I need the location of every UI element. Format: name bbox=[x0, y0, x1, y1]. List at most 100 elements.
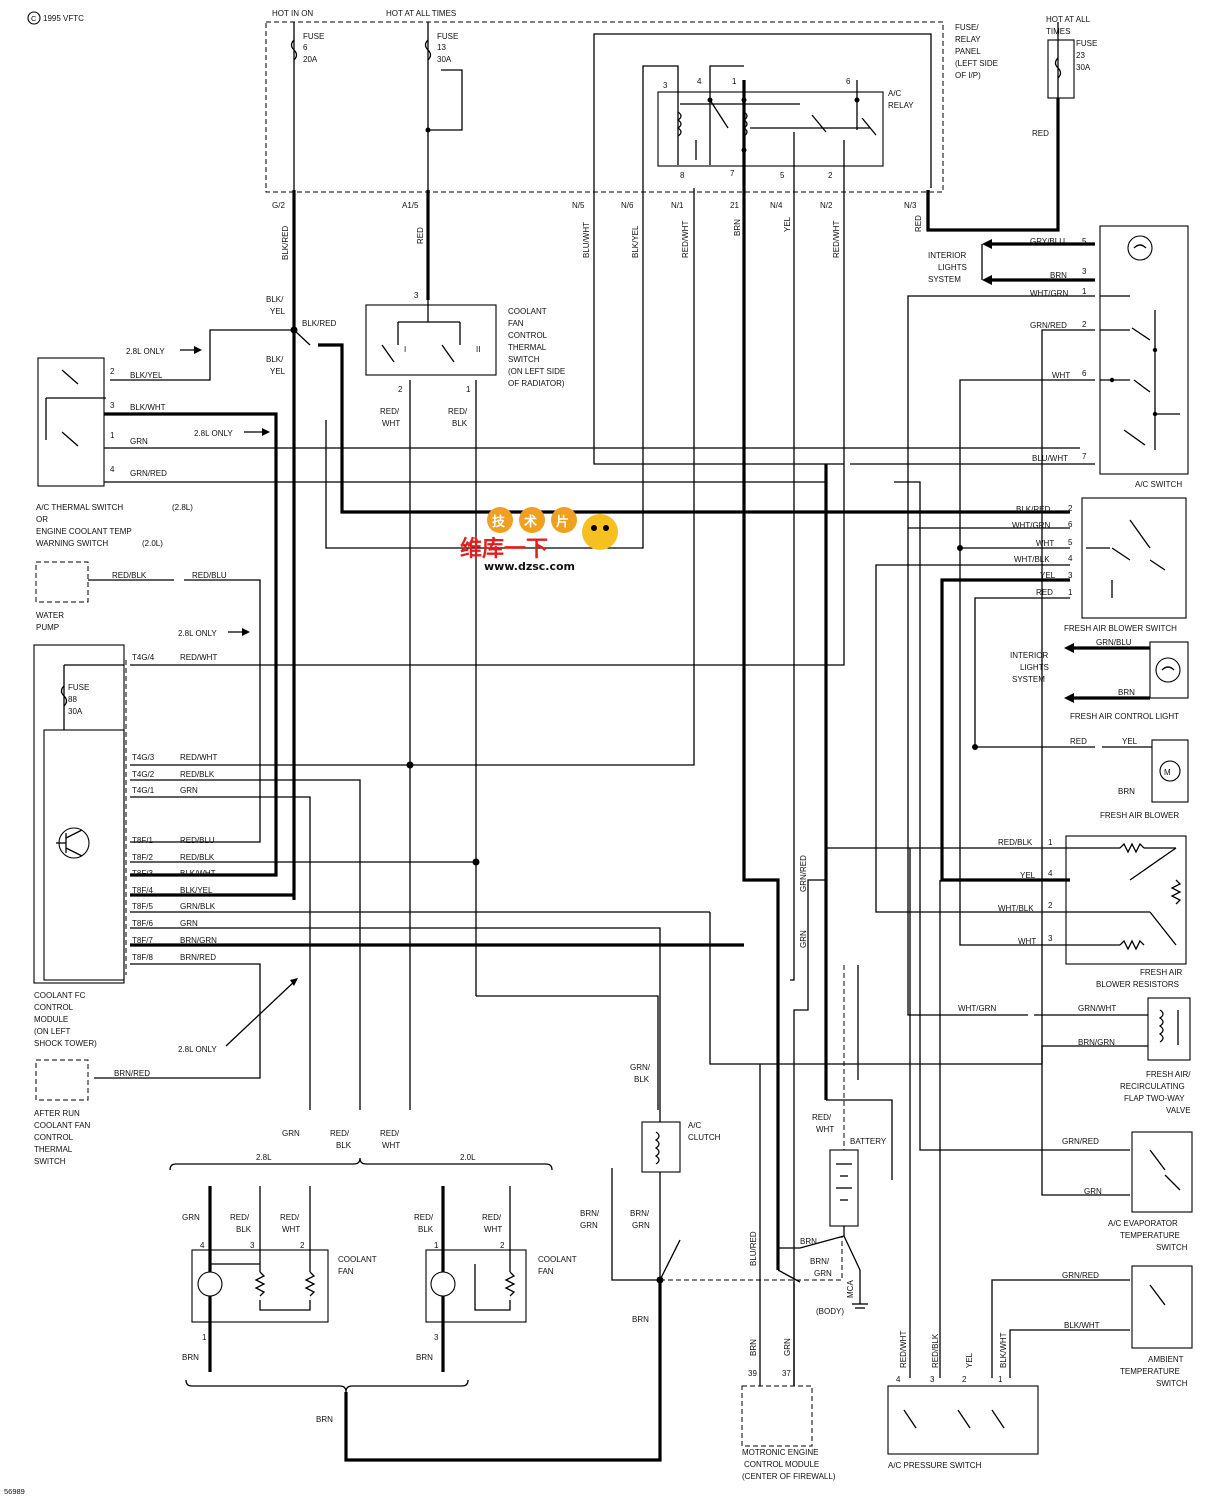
svg-text:2: 2 bbox=[300, 1241, 305, 1250]
svg-text:RED: RED bbox=[914, 215, 923, 232]
svg-text:21: 21 bbox=[730, 201, 739, 210]
svg-text:WATER: WATER bbox=[36, 611, 64, 620]
svg-text:TEMPERATURE: TEMPERATURE bbox=[1120, 1231, 1180, 1240]
svg-text:BRN/: BRN/ bbox=[630, 1209, 650, 1218]
svg-text:2: 2 bbox=[962, 1375, 967, 1384]
svg-text:BLK/WHT: BLK/WHT bbox=[180, 869, 216, 878]
fuse-relay-panel-label: FUSE/ RELAY PANEL (LEFT SIDE OF I/P) bbox=[955, 23, 998, 80]
svg-text:RED/BLK: RED/BLK bbox=[180, 853, 215, 862]
svg-text:A/C: A/C bbox=[688, 1121, 702, 1130]
svg-text:OR: OR bbox=[36, 515, 48, 524]
svg-text:BLK/YEL: BLK/YEL bbox=[130, 371, 163, 380]
svg-text:FUSE: FUSE bbox=[303, 32, 324, 41]
fresh-air-blower-resistors: FRESH AIR BLOWER RESISTORS 1 4 2 3 RED/B… bbox=[998, 835, 1187, 989]
svg-text:WHT: WHT bbox=[1018, 937, 1036, 946]
svg-text:GRN: GRN bbox=[1084, 1187, 1102, 1196]
svg-text:A/C: A/C bbox=[888, 89, 902, 98]
svg-text:COOLANT: COOLANT bbox=[508, 307, 547, 316]
svg-text:A/C PRESSURE SWITCH: A/C PRESSURE SWITCH bbox=[888, 1461, 982, 1470]
svg-text:YEL: YEL bbox=[1040, 571, 1056, 580]
svg-text:FUSE: FUSE bbox=[1076, 39, 1097, 48]
watermark-logo: 技 术 片 维库一下 www.dzsc.com bbox=[460, 507, 618, 573]
svg-text:BLK: BLK bbox=[634, 1075, 650, 1084]
svg-text:N/5: N/5 bbox=[572, 201, 585, 210]
svg-text:FRESH AIR/: FRESH AIR/ bbox=[1146, 1070, 1191, 1079]
svg-text:(2.0L): (2.0L) bbox=[142, 539, 163, 548]
hot-in-on-label: HOT IN ON bbox=[272, 9, 313, 18]
svg-text:5: 5 bbox=[1068, 538, 1073, 547]
svg-text:BRN: BRN bbox=[1118, 787, 1135, 796]
svg-text:BLK/WHT: BLK/WHT bbox=[1064, 1321, 1100, 1330]
hot-at-all-times-label: HOT AT ALL TIMES bbox=[386, 9, 456, 18]
svg-text:G/2: G/2 bbox=[272, 201, 285, 210]
svg-text:TEMPERATURE: TEMPERATURE bbox=[1120, 1367, 1180, 1376]
svg-text:GRN/RED: GRN/RED bbox=[130, 469, 167, 478]
svg-text:BRN: BRN bbox=[316, 1415, 333, 1424]
svg-text:COOLANT: COOLANT bbox=[538, 1255, 577, 1264]
svg-text:GRN/RED: GRN/RED bbox=[1030, 321, 1067, 330]
svg-text:1: 1 bbox=[434, 1241, 439, 1250]
svg-text:C: C bbox=[31, 14, 37, 23]
svg-text:A/C THERMAL SWITCH: A/C THERMAL SWITCH bbox=[36, 503, 123, 512]
svg-text:T8F/4: T8F/4 bbox=[132, 886, 153, 895]
svg-text:GRY/BLU: GRY/BLU bbox=[1030, 237, 1065, 246]
coolant-fan-1: GRN RED/ BLK RED/ WHT 4 3 2 1 BRN COOLAN… bbox=[182, 1186, 377, 1372]
svg-text:PANEL: PANEL bbox=[955, 47, 981, 56]
svg-text:BLU/WHT: BLU/WHT bbox=[1032, 454, 1068, 463]
svg-text:1: 1 bbox=[1068, 588, 1073, 597]
svg-text:7: 7 bbox=[730, 169, 735, 178]
svg-text:1: 1 bbox=[998, 1375, 1003, 1384]
svg-text:SWITCH: SWITCH bbox=[1156, 1379, 1188, 1388]
svg-text:RELAY: RELAY bbox=[955, 35, 981, 44]
svg-text:1995 VFTC: 1995 VFTC bbox=[43, 14, 84, 23]
svg-text:COOLANT: COOLANT bbox=[338, 1255, 377, 1264]
copyright-mark: C 1995 VFTC bbox=[27, 11, 84, 25]
flap-valve: FRESH AIR/ RECIRCULATING FLAP TWO-WAY VA… bbox=[709, 528, 1191, 1115]
svg-text:39: 39 bbox=[748, 1369, 757, 1378]
svg-text:30A: 30A bbox=[68, 707, 83, 716]
svg-text:3: 3 bbox=[663, 81, 668, 90]
svg-text:N/1: N/1 bbox=[671, 201, 684, 210]
svg-text:COOLANT FC: COOLANT FC bbox=[34, 991, 86, 1000]
svg-text:T4G/1: T4G/1 bbox=[132, 786, 155, 795]
svg-text:BRN/: BRN/ bbox=[810, 1257, 830, 1266]
svg-text:6: 6 bbox=[846, 77, 851, 86]
svg-text:I: I bbox=[404, 345, 406, 354]
svg-text:GRN: GRN bbox=[180, 786, 198, 795]
svg-text:2.8L ONLY: 2.8L ONLY bbox=[178, 629, 217, 638]
svg-text:RED: RED bbox=[416, 227, 425, 244]
svg-text:(LEFT SIDE: (LEFT SIDE bbox=[955, 59, 998, 68]
svg-text:3: 3 bbox=[110, 401, 115, 410]
svg-text:13: 13 bbox=[437, 43, 446, 52]
svg-text:维库一下: 维库一下 bbox=[460, 536, 548, 562]
svg-text:2.0L: 2.0L bbox=[460, 1153, 476, 1162]
ac-switch-wiring bbox=[907, 295, 1130, 1196]
svg-text:RED/: RED/ bbox=[448, 407, 468, 416]
svg-text:YEL: YEL bbox=[783, 216, 792, 232]
panel-wire-colors: BLK/RED RED BLU/WHT BLK/YEL RED/WHT BRN … bbox=[281, 215, 923, 260]
svg-text:5: 5 bbox=[1082, 237, 1087, 246]
svg-text:(CENTER OF FIREWALL): (CENTER OF FIREWALL) bbox=[742, 1472, 836, 1481]
svg-text:AFTER RUN: AFTER RUN bbox=[34, 1109, 80, 1118]
svg-text:SHOCK TOWER): SHOCK TOWER) bbox=[34, 1039, 97, 1048]
svg-text:BLK: BLK bbox=[418, 1225, 434, 1234]
coolant-fans: GRN RED/ BLK RED/ WHT 2.8L 2.0L BRN bbox=[169, 1129, 662, 1462]
svg-text:T8F/7: T8F/7 bbox=[132, 936, 153, 945]
svg-text:T8F/5: T8F/5 bbox=[132, 902, 153, 911]
svg-text:BLK/WHT: BLK/WHT bbox=[999, 1332, 1008, 1368]
svg-text:RED/BLU: RED/BLU bbox=[180, 836, 215, 845]
svg-text:BRN/GRN: BRN/GRN bbox=[180, 936, 217, 945]
svg-text:OF RADIATOR): OF RADIATOR) bbox=[508, 379, 565, 388]
svg-text:SYSTEM: SYSTEM bbox=[928, 275, 961, 284]
svg-text:T8F/6: T8F/6 bbox=[132, 919, 153, 928]
svg-text:RED/: RED/ bbox=[380, 407, 400, 416]
svg-text:A1/5: A1/5 bbox=[402, 201, 419, 210]
svg-text:88: 88 bbox=[68, 695, 77, 704]
main-wiring bbox=[110, 188, 1095, 1270]
svg-text:SWITCH: SWITCH bbox=[508, 355, 540, 364]
svg-text:4: 4 bbox=[1068, 554, 1073, 563]
svg-text:AMBIENT: AMBIENT bbox=[1148, 1355, 1184, 1364]
svg-text:GRN: GRN bbox=[580, 1221, 598, 1230]
svg-text:T8F/3: T8F/3 bbox=[132, 869, 153, 878]
